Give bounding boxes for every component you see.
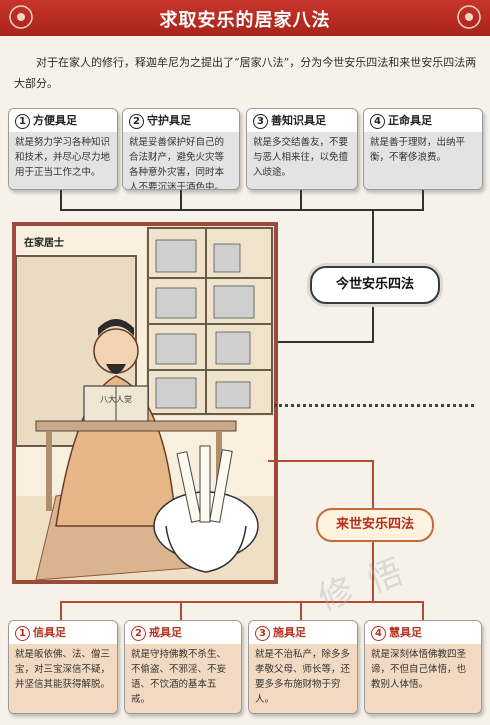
number-badge: 3 xyxy=(255,625,270,641)
future-life-label: 来世安乐四法 xyxy=(316,508,434,542)
connector-line xyxy=(422,601,424,621)
connector-line xyxy=(60,190,62,210)
number-badge: 2 xyxy=(129,113,144,129)
number-badge: 1 xyxy=(15,113,30,129)
header-banner: 求取安乐的居家八法 xyxy=(0,0,490,36)
card-text: 就是善于理财，出纳平衡，不奢侈浪费。 xyxy=(364,132,482,189)
connector-line xyxy=(180,601,182,621)
card-title: 正命具足 xyxy=(388,114,432,127)
connector-line xyxy=(60,601,424,603)
card-text: 就是不治私产，除多多孝敬父母、师长等，还要多多布施财物于穷人。 xyxy=(249,644,357,713)
flower-ornament-icon xyxy=(457,5,481,29)
connector-line xyxy=(300,601,302,621)
connector-line xyxy=(300,190,302,210)
layman-illustration: 在家居士 八大人觉 xyxy=(12,222,278,584)
card-title: 信具足 xyxy=(33,626,66,639)
flower-ornament-icon xyxy=(9,5,33,29)
connector-line xyxy=(60,601,62,621)
connector-line xyxy=(372,538,374,602)
number-badge: 4 xyxy=(371,625,386,641)
card-text: 就是深刻体悟佛教四圣谛，不但自己体悟，也教别人体悟。 xyxy=(365,644,481,713)
intro-paragraph: 对于在家人的修行，释迦牟尼为之提出了“居家八法”，分为今世安乐四法和来世安乐四法… xyxy=(14,56,477,90)
card-title: 慧具足 xyxy=(389,626,422,639)
card-title: 守护具足 xyxy=(147,114,191,127)
connector-line xyxy=(60,209,424,211)
connector-line xyxy=(268,460,374,462)
scholar-reading-icon xyxy=(16,226,274,580)
card-title: 善知识具足 xyxy=(271,114,326,127)
connector-line xyxy=(422,190,424,210)
present-life-label: 今世安乐四法 xyxy=(310,266,440,304)
number-badge: 2 xyxy=(131,625,146,641)
page-title: 求取安乐的居家八法 xyxy=(159,10,331,31)
card-title: 施具足 xyxy=(273,626,306,639)
connector-line xyxy=(372,460,374,508)
card-title: 戒具足 xyxy=(149,626,182,639)
illustration-caption: 在家居士 xyxy=(24,238,64,249)
connector-line xyxy=(372,302,374,342)
card-text: 就是皈依佛、法、僧三宝，对三宝深信不疑，并坚信其能获得解脱。 xyxy=(9,644,117,713)
card-text: 就是守持佛教不杀生、不偷盗、不邪淫、不妄语、不饮酒的基本五戒。 xyxy=(125,644,241,713)
divider-dotted xyxy=(274,404,474,407)
card-title: 方便具足 xyxy=(33,114,77,127)
book-title: 八大人觉 xyxy=(100,395,132,404)
connector-line xyxy=(180,190,182,210)
card-text: 就是努力学习各种知识和技术，并尽心尽力地用于正当工作之中。 xyxy=(9,132,117,189)
card-text: 就是妥善保护好自己的合法财产，避免火灾等各种意外灾害，同时本人不要沉迷于酒色中。 xyxy=(123,132,239,189)
number-badge: 4 xyxy=(370,113,385,129)
card-text: 就是多交结善友，不要与恶人相来往，以免擅入歧途。 xyxy=(247,132,357,189)
connector-line xyxy=(268,341,374,343)
number-badge: 1 xyxy=(15,625,30,641)
number-badge: 3 xyxy=(253,113,268,129)
connector-line xyxy=(372,209,374,266)
